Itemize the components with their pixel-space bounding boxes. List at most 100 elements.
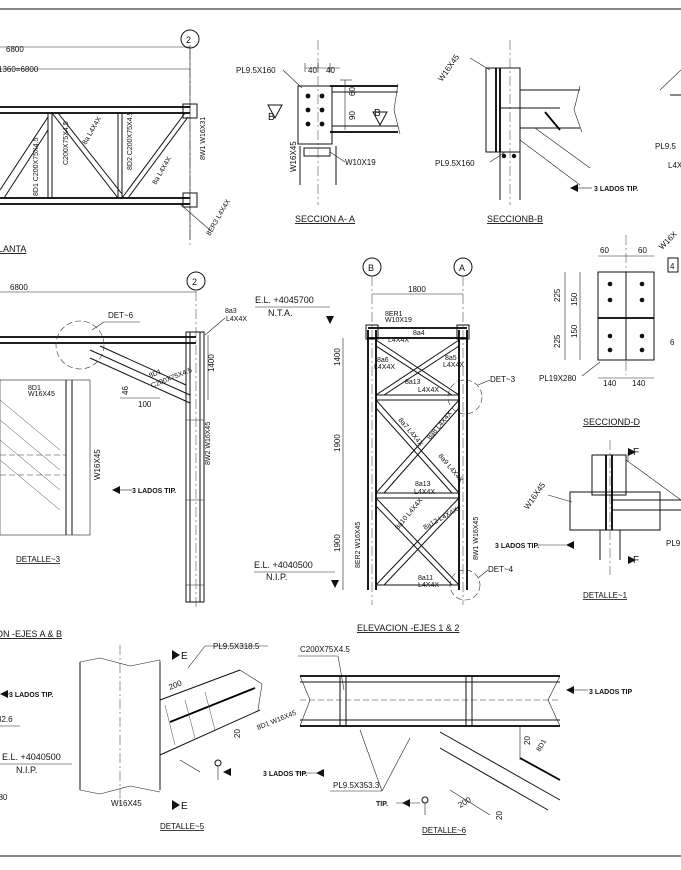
detalle1-title: DETALLE~1	[583, 591, 628, 600]
elev-12-el-top: E.L. +4045700	[255, 295, 314, 305]
seccion-d-140a: 140	[603, 379, 617, 388]
seccion-a-b-right: B	[374, 108, 381, 119]
seccion-d-60a: 60	[600, 246, 609, 255]
seccion-a-plate: PL9.5X160	[236, 66, 276, 75]
planta-axis-bubble	[180, 29, 200, 49]
detalle6-tip: TIP.	[376, 801, 388, 808]
seccion-d-150a: 150	[570, 292, 579, 306]
elev-12-8a5: 8a5	[445, 355, 457, 362]
seccion-d-150b: 150	[570, 324, 579, 338]
planta-8w1: 8W1 W16X31	[200, 117, 207, 160]
elev-ab-view: 6800 2 DET~6 8a3 L4X4X 1400 8D1 C200X75X…	[0, 271, 247, 639]
detalle6-20b: 20	[495, 811, 504, 820]
elev-12-8a13b-size: L4X4X	[414, 489, 435, 496]
seccion-a-dim40a: 40	[308, 66, 317, 75]
elev-12-view: B A 1800 E.L. +4045700 N.T.A.	[254, 257, 516, 633]
detalle5-cut: 32.6	[0, 715, 13, 724]
detalle1-weld: 3 LADOS TIP.	[495, 543, 539, 550]
planta-8d2: 8D2 C200X75X4.5	[127, 112, 134, 170]
detalle5-el: E.L. +4040500	[2, 752, 61, 762]
seccion-a-column: W16X45	[289, 141, 298, 172]
detalle5-column: W16X45	[111, 799, 142, 808]
seccion-b-plate: PL9.5X160	[435, 159, 475, 168]
detalle5-plate: PL9.5X318.5	[213, 642, 260, 651]
detalle5-20: 20	[233, 729, 242, 738]
elev-12-8er1: 8ER1	[385, 311, 403, 318]
seccion-d-225b: 225	[553, 334, 562, 348]
elev-12-8a6-size: L4X4X	[374, 364, 395, 371]
elev-ab-title: ON -EJES A & B	[0, 629, 62, 639]
elev-12-8a11: 8a11	[418, 575, 433, 582]
edge-pl-label: PL9.5	[655, 142, 676, 151]
detalle5-weld: 3 LADOS TIP.	[9, 692, 53, 699]
seccion-d-60b: 60	[638, 246, 647, 255]
elev-12-8er2: 8ER2 W16X45	[355, 522, 362, 568]
elev-12-el-bottom: E.L. +4040500	[254, 560, 313, 570]
planta-view: 2 6800 1360=6800 8D1 C200X75X4.5 C200X75…	[0, 29, 232, 254]
elev-ab-column: W16X45	[93, 449, 102, 480]
elev-12-det4: DET~4	[488, 565, 514, 574]
elev-ab-axis-bubble	[186, 271, 206, 291]
seccion-d-side-a: 4	[670, 262, 675, 271]
detalle5-e1: E	[181, 651, 188, 662]
detalle1-pl: PL9	[666, 539, 681, 548]
detalle1-f1: F	[633, 447, 639, 458]
seccion-d-plate: PL19X280	[539, 374, 577, 383]
elev-ab-100: 100	[138, 400, 152, 409]
elev-ab-dim: 6800	[10, 283, 28, 292]
seccion-b-title: SECCIONB-B	[487, 214, 543, 224]
detalle6-weld-right: 3 LADOS TIP	[589, 689, 633, 696]
seccion-d-140b: 140	[632, 379, 646, 388]
planta-8d1: 8D1 C200X75X4.5	[33, 138, 40, 196]
elev-ab-46: 46	[121, 386, 130, 395]
elev-12-8a13b: 8a13	[415, 481, 431, 488]
detalle5-280: 280	[0, 793, 8, 802]
elev-ab-8d1b-size: W16X45	[28, 391, 55, 398]
seccion-a-dim40b: 40	[326, 66, 335, 75]
elev-ab-det6: DET~6	[108, 311, 134, 320]
elev-12-axis-a: A	[459, 263, 465, 273]
seccion-d-225a: 225	[553, 288, 562, 302]
elev-ab-8d1b: 8D1	[28, 385, 41, 392]
seccion-a-view: 40 40 PL9.5X160 60 90 B B W16X45 W10X19 …	[236, 40, 401, 224]
detalle5-view: E E PL9.5X318.5 200 20 8D1 W16X45 W16X45…	[0, 642, 297, 831]
elev-12-8a13a-size: L4X4X	[418, 387, 439, 394]
detalle6-title: DETALLE~6	[422, 826, 467, 835]
elev-12-1900a: 1900	[333, 434, 342, 452]
elev-12-nta: N.T.A.	[268, 308, 293, 318]
elev-12-axis-b: B	[368, 263, 374, 273]
planta-dim-total: 6800	[6, 45, 24, 54]
planta-axis-label: 2	[186, 35, 191, 45]
detalle6-plate: PL9.5X353.3	[333, 781, 380, 790]
elev-12-8a11-size: L4X4X	[418, 582, 439, 589]
elev-ab-8a3-size: L4X4X	[226, 316, 247, 323]
elev-ab-8d1: 8D1	[148, 369, 163, 380]
seccion-d-side-b: 6	[670, 338, 675, 347]
edge-l4-label: L4X	[668, 161, 681, 170]
elev-12-8a13a: 8a13	[405, 379, 421, 386]
detalle6-channel: C200X75X4.5	[300, 645, 350, 654]
det4-bubble	[449, 569, 481, 601]
elev-ab-detalle3: DETALLE~3	[16, 555, 61, 564]
elev-ab-8a3: 8a3	[225, 308, 237, 315]
sheet-frame	[0, 8, 681, 857]
elev-12-8a6: 8a6	[377, 357, 389, 364]
det6-bubble	[55, 320, 105, 370]
elev-ab-1400: 1400	[207, 354, 216, 372]
detalle6-view: C200X75X4.5 3 LADOS TIP 20 8D1 3 LADOS T…	[263, 645, 633, 835]
seccion-a-beam: W10X19	[345, 158, 376, 167]
right-edge-fragment: PL9.5 L4X	[655, 69, 681, 170]
detalle1-f2: F	[633, 555, 639, 566]
planta-title: LANTA	[0, 244, 26, 254]
elev-12-nip: N.I.P.	[266, 572, 287, 582]
planta-dim-modules: 1360=6800	[0, 65, 39, 74]
seccion-b-weld: 3 LADOS TIP.	[594, 186, 638, 193]
detalle5-title: DETALLE~5	[160, 822, 205, 831]
elev-12-8w1: 8W1 W16X45	[473, 517, 480, 560]
planta-8d1-size: C200X75X4.5	[63, 121, 70, 165]
seccion-d-title: SECCIOND-D	[583, 417, 641, 427]
seccion-a-dim90: 90	[348, 111, 357, 120]
detalle6-20a: 20	[523, 736, 532, 745]
elev-12-8a5-size: L4X4X	[443, 362, 464, 369]
